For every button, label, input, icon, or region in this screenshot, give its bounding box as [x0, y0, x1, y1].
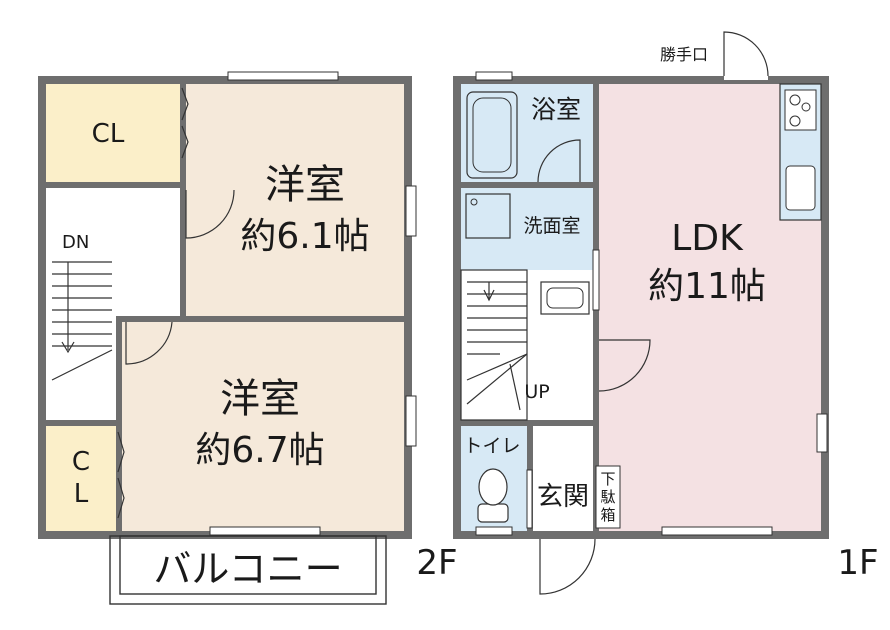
closet-bottom-door-1 — [117, 431, 125, 473]
floor-2-label: 2F — [416, 543, 457, 583]
balcony-label: バルコニー — [153, 547, 342, 591]
door-room-a — [185, 189, 235, 239]
closet-bottom-label-l: L — [74, 479, 89, 509]
entrance-label: 玄関 — [537, 482, 589, 512]
balcony-inner — [119, 535, 377, 595]
room-a-name: 洋室 — [265, 162, 345, 208]
stair-2f-area — [46, 250, 116, 420]
floor-2-plan: CL 洋室 約6.1帖 DN 洋室 約6.7帖 C L バルコニー 2F — [38, 71, 458, 605]
closet-top-door-1 — [181, 87, 189, 121]
stair-1f-label: UP — [524, 381, 549, 403]
door-room-b — [125, 321, 173, 365]
room-a-size: 約6.1帖 — [240, 216, 369, 257]
bath-label: 浴室 — [531, 95, 581, 124]
washbasin — [540, 281, 590, 315]
window-2f-top — [227, 71, 339, 81]
closet-bottom-label-c: C — [72, 447, 90, 477]
shoe-box-label-1: 下 — [600, 470, 615, 488]
window-bath — [475, 71, 513, 81]
room-b-name: 洋室 — [220, 376, 300, 422]
stair-1f — [460, 269, 528, 421]
ldk-name: LDK — [671, 218, 744, 259]
kitchen-sink — [785, 165, 816, 211]
bathtub — [466, 91, 518, 179]
window-2f-bottom — [209, 526, 321, 536]
door-entrance — [539, 538, 596, 595]
door-back — [723, 31, 769, 77]
toilet-bowl — [478, 468, 508, 506]
stove — [784, 89, 817, 131]
window-2f-right-b — [405, 395, 417, 447]
window-washroom-interior — [592, 249, 600, 311]
stair-2f — [51, 261, 113, 381]
door-bath — [537, 139, 581, 183]
washroom-label: 洗面室 — [523, 215, 580, 237]
toilet-label: トイレ — [463, 435, 520, 457]
closet-top-door-2 — [181, 125, 189, 159]
window-1f-right — [816, 413, 828, 453]
back-door-label: 勝手口 — [660, 45, 708, 64]
room-western-a — [186, 84, 404, 316]
washing-machine — [465, 193, 511, 239]
room-western-b — [122, 322, 404, 531]
closet-top-label: CL — [92, 119, 125, 149]
shoe-box-label-2: 駄 — [600, 488, 615, 506]
shoe-box — [595, 465, 621, 529]
floor-1-plan: 勝手口 浴室 洗面室 LDK 約11帖 UP トイレ 玄関 下 駄 箱 1F — [453, 31, 879, 595]
door-ldk — [598, 339, 651, 392]
shoe-box-label-3: 箱 — [600, 506, 615, 524]
stair-2f-label: DN — [62, 232, 89, 253]
room-b-size: 約6.7帖 — [195, 430, 324, 471]
window-2f-right-a — [405, 185, 417, 237]
entrance — [533, 426, 593, 531]
window-1f-bottom — [661, 526, 773, 536]
closet-top — [46, 84, 180, 182]
window-toilet — [475, 526, 513, 536]
ldk-size: 約11帖 — [648, 266, 766, 307]
closet-bottom — [46, 426, 116, 531]
floor-1-label: 1F — [837, 543, 878, 583]
closet-bottom-door-2 — [117, 477, 125, 519]
